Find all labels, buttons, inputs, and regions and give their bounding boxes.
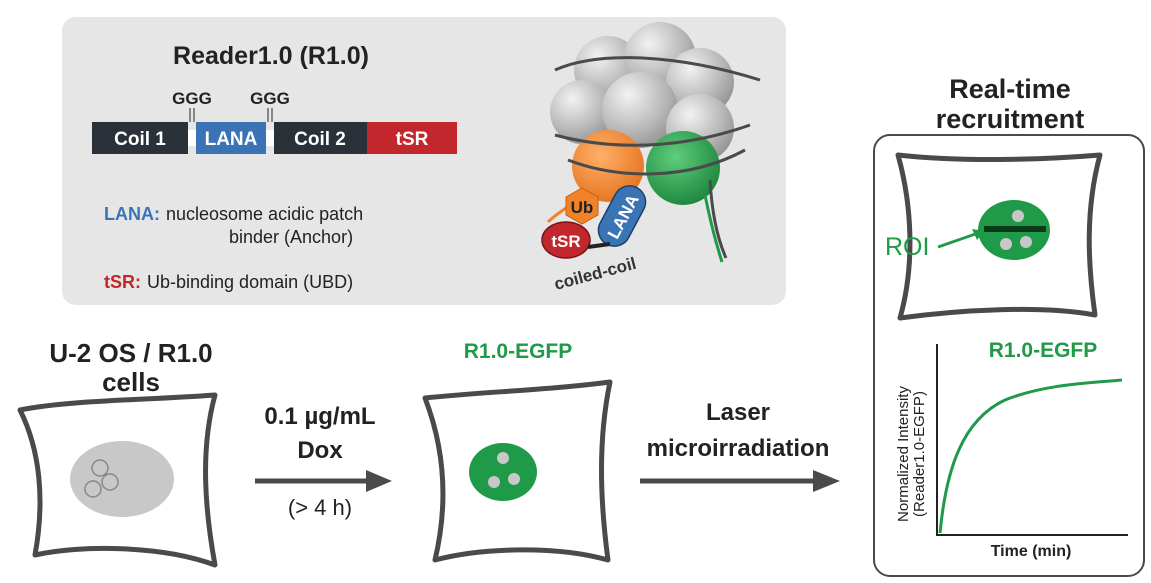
segment-coil2	[274, 122, 367, 154]
plot-title: R1.0-EGFP	[989, 339, 1098, 362]
cell-uninduced	[17, 392, 218, 568]
laser-line-1: Laser	[706, 399, 770, 426]
plot-axes	[936, 344, 1128, 536]
construct-title: Reader1.0 (R1.0)	[173, 42, 369, 70]
plot-xlabel: Time (min)	[991, 543, 1072, 560]
construct-panel: Reader1.0 (R1.0) GGG GGG Coil 1 LANA Coi…	[62, 17, 786, 305]
segment-lana	[196, 122, 266, 154]
dox-line-3: (> 4 h)	[288, 495, 352, 520]
segment-label-coil2: Coil 2	[294, 129, 346, 150]
nucleosome-illustration: Ub tSR LANA coiled-coil	[541, 22, 761, 294]
recruitment-title-1: Real-time	[949, 74, 1071, 104]
workflow: U-2 OS / R1.0 cells 0.1 µg/mL Dox (> 4 h…	[17, 338, 840, 568]
linker-block-1	[188, 130, 196, 146]
roi-stripe	[984, 226, 1046, 232]
construct-bar: Coil 1 LANA Coil 2 tSR	[92, 122, 457, 154]
legend-lana-key: LANA:	[104, 204, 160, 224]
tsr-blob-label: tSR	[551, 232, 580, 251]
recruitment-title-2: recruitment	[936, 104, 1085, 134]
legend-tsr-line: tSR: Ub-binding domain (UBD)	[104, 272, 353, 292]
linker-line	[587, 242, 611, 249]
plot-ylabel-2: (Reader1.0-EGFP)	[911, 391, 928, 517]
roi-arrow-head	[972, 229, 984, 240]
histone-orange	[572, 130, 644, 202]
linker-tick-2	[267, 108, 273, 122]
laser-arrow-head	[813, 470, 840, 492]
cell-irradiated	[895, 152, 1103, 321]
linker-label-1: GGG	[172, 89, 212, 108]
linker-tick-1	[189, 108, 195, 122]
cells-label-2: cells	[102, 367, 160, 397]
segment-coil1	[92, 122, 188, 154]
segment-tsr	[367, 122, 457, 154]
ub-label: Ub	[571, 198, 594, 217]
roi-label: ROI	[885, 233, 929, 261]
cells-label-1: U-2 OS / R1.0	[49, 338, 212, 368]
laser-line-2: microirradiation	[647, 435, 830, 462]
ub-hexagon	[565, 187, 599, 225]
segment-label-lana: LANA	[205, 129, 258, 150]
linker-label-2: GGG	[250, 89, 290, 108]
legend-lana-line1: LANA: nucleosome acidic patch	[104, 204, 363, 224]
legend-tsr-desc: Ub-binding domain (UBD)	[147, 272, 353, 292]
dox-line-2: Dox	[297, 437, 343, 464]
dna-strand	[554, 56, 761, 259]
nucleus-green	[469, 443, 537, 501]
segment-label-coil1: Coil 1	[114, 129, 166, 150]
plot-ylabel-1: Normalized Intensity	[895, 386, 912, 522]
egfp-label: R1.0-EGFP	[464, 340, 573, 363]
green-tail	[703, 194, 724, 263]
dox-arrow-head	[366, 470, 392, 492]
cell-induced	[422, 379, 613, 563]
legend-lana-line2: binder (Anchor)	[229, 227, 353, 247]
legend-lana-desc-1: nucleosome acidic patch	[166, 204, 363, 224]
recruitment-panel: Real-time recruitment ROI R1.0-EGFP Norm…	[873, 74, 1145, 577]
legend-tsr-key: tSR:	[104, 272, 141, 292]
histone-green	[646, 131, 720, 205]
dox-line-1: 0.1 µg/mL	[264, 403, 375, 430]
tsr-blob	[541, 221, 591, 259]
recruitment-curve	[938, 378, 1123, 534]
segment-label-tsr: tSR	[396, 129, 429, 150]
recruitment-plot: R1.0-EGFP Normalized Intensity (Reader1.…	[895, 339, 1128, 560]
nucleus-gray	[70, 441, 174, 517]
linker-block-2	[266, 130, 274, 146]
